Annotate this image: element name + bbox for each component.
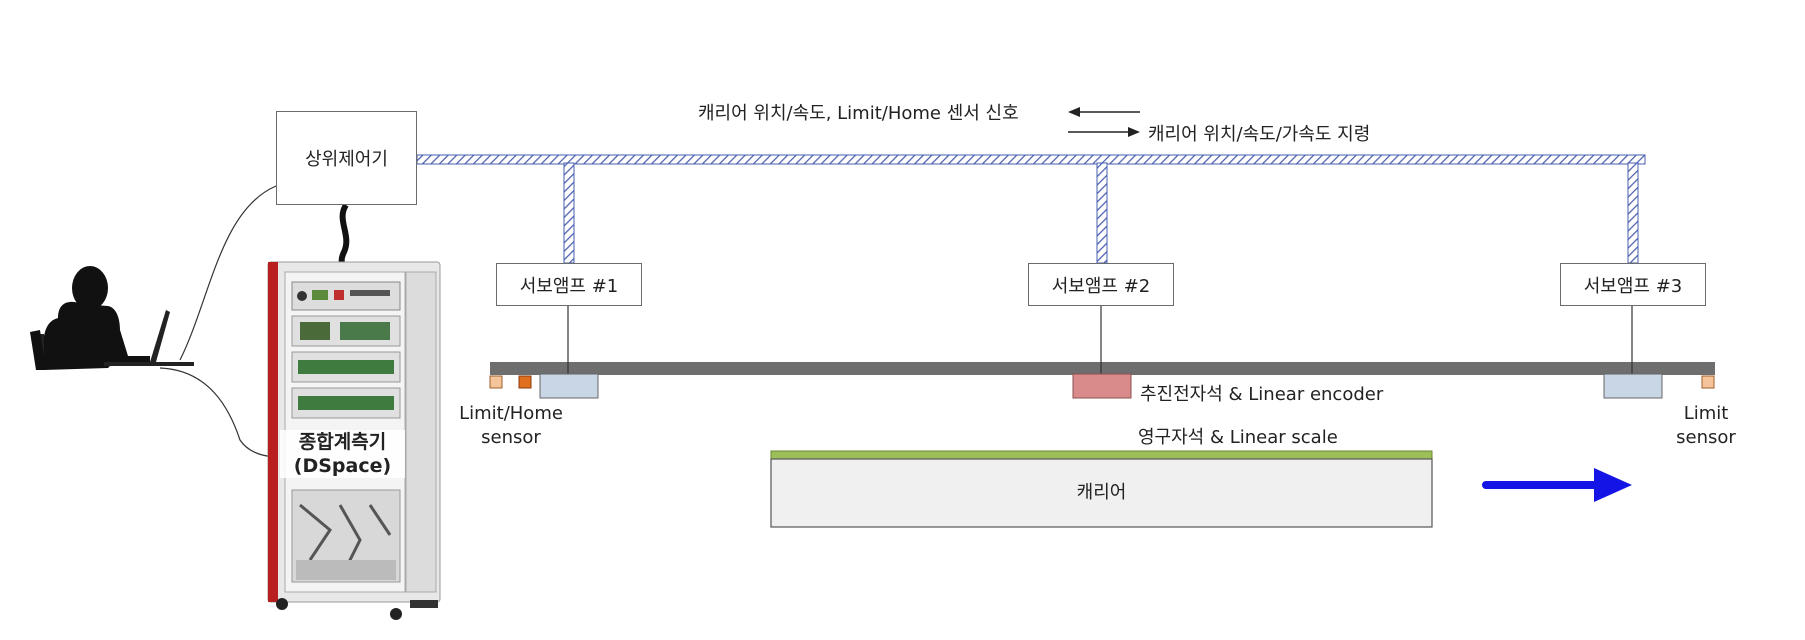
servo-amp-1-label: 서보앰프 #1 — [519, 275, 619, 297]
direction-arrow — [1482, 468, 1632, 502]
measurement-label: 종합계측기 (DSpace) — [280, 430, 405, 478]
right-sensor-label: Limit sensor — [1666, 402, 1746, 450]
right-sensor-label-line1: Limit — [1683, 403, 1729, 424]
propulsion-label: 추진전자석 & Linear encoder — [1140, 384, 1384, 405]
servo-amp-2-box: 서보앰프 #2 — [1028, 263, 1174, 306]
servo-amp-1-box: 서보앰프 #1 — [496, 263, 642, 306]
command-arrow — [1068, 127, 1140, 137]
carrier-label: 캐리어 — [1076, 482, 1127, 503]
encoder-block — [1072, 373, 1132, 399]
servo-amp-2-label: 서보앰프 #2 — [1051, 275, 1151, 297]
limit-sensor-left — [518, 375, 532, 389]
rail — [490, 362, 1715, 375]
limit-sensor-right — [1701, 375, 1715, 389]
drive-block-right — [1603, 373, 1663, 399]
operator-icon — [30, 266, 150, 370]
command-signal-label: 캐리어 위치/속도/가속도 지령 — [1148, 124, 1371, 145]
cable-controller-laptop — [179, 185, 277, 361]
feedback-signal-label: 캐리어 위치/속도, Limit/Home 센서 신호 — [698, 103, 1019, 124]
measurement-label-line1: 종합계측기 — [298, 431, 387, 453]
cable-controller-rack — [338, 203, 350, 270]
measurement-label-line2: (DSpace) — [293, 455, 392, 477]
home-sensor — [489, 375, 503, 389]
laptop-icon — [104, 310, 194, 366]
cable-laptop-rack — [159, 367, 283, 458]
linear-scale — [770, 450, 1433, 460]
permanent-magnet-label: 영구자석 & Linear scale — [1138, 427, 1338, 448]
left-sensor-label-line1: Limit/Home — [459, 403, 563, 424]
right-sensor-label-line2: sensor — [1676, 427, 1736, 448]
left-sensor-label: Limit/Home sensor — [456, 402, 566, 450]
left-sensor-label-line2: sensor — [481, 427, 541, 448]
servo-amp-3-label: 서보앰프 #3 — [1583, 275, 1683, 297]
communication-bus — [416, 154, 1646, 264]
upper-controller-label: 상위제어기 — [305, 149, 388, 170]
upper-controller-box: 상위제어기 — [276, 111, 417, 205]
feedback-arrow — [1068, 107, 1140, 117]
carrier-body — [770, 458, 1433, 528]
servo-amp-3-box: 서보앰프 #3 — [1560, 263, 1706, 306]
drive-block-left — [539, 373, 599, 399]
